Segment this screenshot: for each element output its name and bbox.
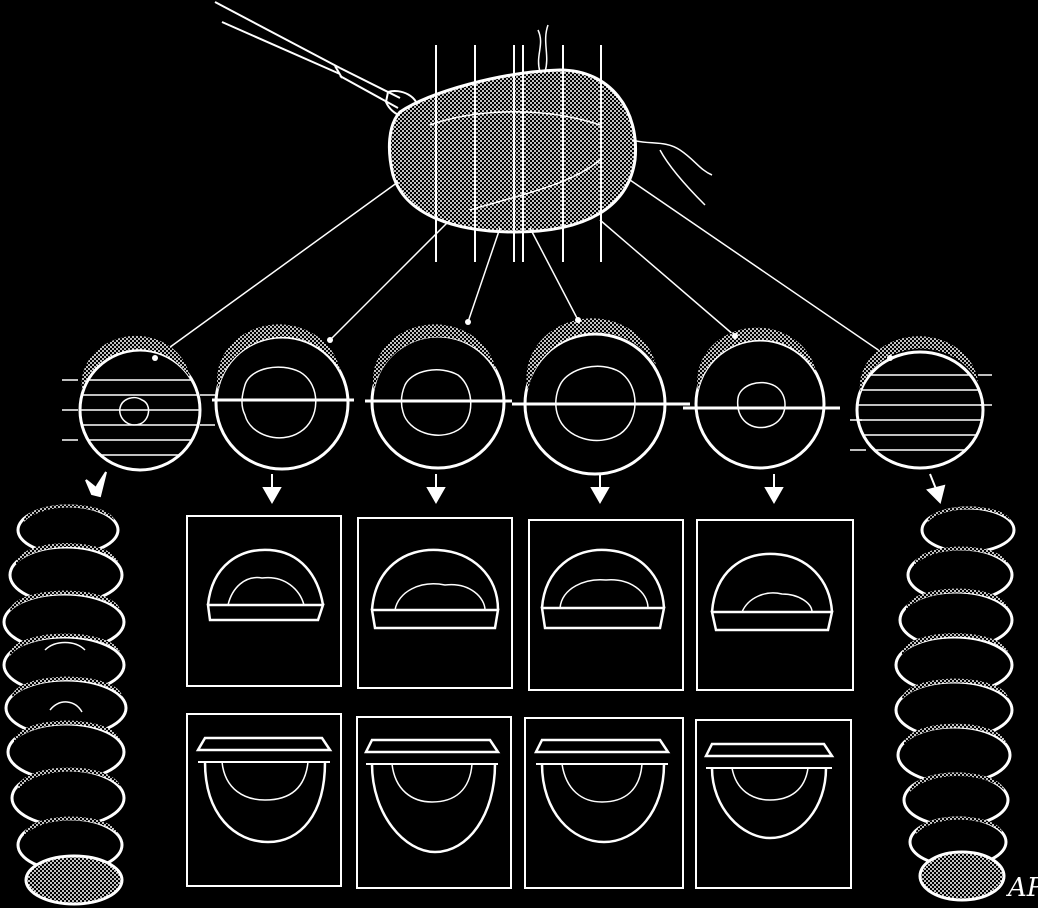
leader-lines — [154, 179, 891, 359]
stack-right — [894, 506, 1016, 902]
panel-b4 — [695, 719, 852, 889]
panel-a4 — [696, 519, 854, 691]
panel-b2 — [356, 716, 512, 889]
panel-a1 — [186, 515, 342, 687]
panel-b1 — [186, 713, 342, 887]
panel-a2 — [357, 517, 513, 689]
artist-signature: AP — [1006, 873, 1038, 903]
stack-left — [2, 504, 128, 906]
section-end-right — [850, 336, 992, 470]
down-arrow-icon — [85, 471, 946, 505]
section-slice-2 — [365, 319, 512, 470]
section-slice-1 — [212, 324, 354, 471]
brush-icon — [214, 1, 420, 118]
section-planes — [435, 45, 602, 262]
panel-b3 — [524, 717, 684, 889]
specimen — [387, 24, 713, 234]
section-slice-4 — [683, 327, 840, 470]
section-end-left — [62, 335, 215, 472]
panel-a3 — [528, 519, 684, 691]
section-slice-3 — [512, 317, 690, 476]
